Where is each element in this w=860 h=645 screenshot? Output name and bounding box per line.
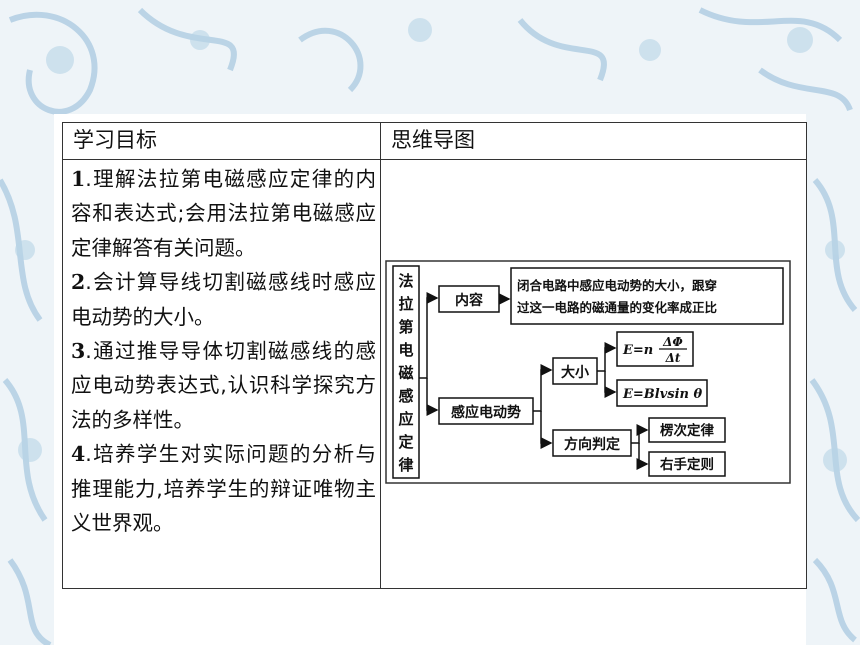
header-mind-map: 思维导图 <box>380 122 807 160</box>
svg-text:第: 第 <box>398 318 413 336</box>
svg-text:法: 法 <box>398 272 413 290</box>
svg-text:应: 应 <box>398 410 413 428</box>
mind-map-cell: 法 拉 第 电 磁 感 应 定 律 内容 <box>380 159 807 589</box>
connector-emf-magnitude <box>533 364 553 412</box>
content-node-label: 内容 <box>455 292 483 309</box>
content-text-box <box>510 267 784 325</box>
svg-text:磁: 磁 <box>398 364 413 382</box>
formula-1-denominator: Δt <box>665 351 681 365</box>
goal-item-4: 4.培养学生对实际问题的分析与推理能力,培养学生的辩证唯物主义世界观。 <box>71 442 376 536</box>
rule-2-label: 右手定则 <box>660 456 714 473</box>
connector-emf-direction <box>540 411 553 449</box>
rule-1-label: 楞次定律 <box>660 422 714 439</box>
emf-node-box <box>438 397 534 425</box>
magnitude-node-box <box>552 357 598 385</box>
svg-text:感: 感 <box>398 387 413 405</box>
connector-root-content <box>419 292 439 379</box>
connector-direction-rule1 <box>631 424 649 444</box>
magnitude-node-label: 大小 <box>561 364 589 381</box>
goal-item-1: 1.理解法拉第电磁感应定律的内容和表达式;会用法拉第电磁感应定律解答有关问题。 <box>71 167 376 260</box>
svg-text:定: 定 <box>398 433 413 451</box>
formula-1-numerator: ΔΦ <box>662 335 683 349</box>
connector-magnitude-formula1 <box>597 342 617 372</box>
slide-content: 学习目标 思维导图 1.理解法拉第电磁感应定律的内容和表达式;会用法拉第电磁感应… <box>54 114 807 645</box>
emf-node-label: 感应电动势 <box>451 404 521 421</box>
root-node-box <box>392 265 420 479</box>
svg-text:拉: 拉 <box>398 295 413 313</box>
connector-direction-rule2 <box>636 443 649 470</box>
svg-text:律: 律 <box>397 456 413 474</box>
svg-text:电: 电 <box>398 341 413 359</box>
objectives-table: 学习目标 思维导图 1.理解法拉第电磁感应定律的内容和表达式;会用法拉第电磁感应… <box>62 122 807 589</box>
connector-magnitude-formula2 <box>604 371 617 398</box>
content-text-line-2: 过这一电路的磁通量的变化率成正比 <box>517 300 718 315</box>
formula-2-box <box>616 379 708 407</box>
goals-cell: 1.理解法拉第电磁感应定律的内容和表达式;会用法拉第电磁感应定律解答有关问题。 … <box>62 159 381 589</box>
goal-item-3: 3.通过推导导体切割磁感线的感应电动势表达式,认识科学探究方法的多样性。 <box>71 339 376 432</box>
rule-2-box <box>648 451 726 477</box>
direction-node-label: 方向判定 <box>564 436 620 453</box>
goal-item-2: 2.会计算导线切割磁感线时感应电动势的大小。 <box>71 270 376 329</box>
connector-root-emf <box>426 378 439 416</box>
rule-1-box <box>648 417 726 443</box>
content-text-line-1: 闭合电路中感应电动势的大小，跟穿 <box>517 278 717 293</box>
root-node-label: 法 拉 第 电 磁 感 应 定 律 <box>397 272 413 474</box>
formula-1-lhs: E=n <box>622 343 653 358</box>
mind-map-diagram: 法 拉 第 电 磁 感 应 定 律 内容 <box>385 260 791 484</box>
formula-2-text: E=Blvsin θ <box>622 387 703 402</box>
header-learning-goals: 学习目标 <box>62 122 381 160</box>
